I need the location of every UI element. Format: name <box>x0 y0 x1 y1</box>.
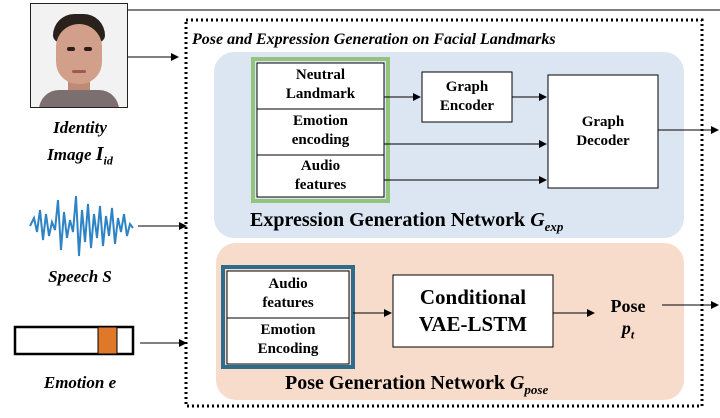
identity-caption-line2: Image Iid <box>47 143 113 168</box>
graph-encoder-label: Graph Encoder <box>439 79 495 114</box>
neutral-landmark-box <box>256 62 385 110</box>
outer-dotted-frame <box>184 18 704 408</box>
emotion-encoding-label: Emotion encoding <box>291 113 350 148</box>
emotion-caption: Emotion e <box>43 373 117 392</box>
speech-caption: Speech S <box>48 267 112 286</box>
pose-input-group-border <box>221 265 355 369</box>
identity-face-image <box>30 3 128 108</box>
graph-decoder-label: Graph Decoder <box>576 114 630 149</box>
cvae-lstm-box <box>392 274 554 348</box>
audio-features-box <box>256 154 385 198</box>
expression-input-group-border <box>251 57 390 203</box>
emotion-marker <box>97 326 118 355</box>
expression-network-title: Expression Generation Network Gexp <box>250 209 564 234</box>
speech-waveform-icon <box>29 195 134 257</box>
cvae-lstm-label: Conditional VAE-LSTM <box>418 285 528 336</box>
pose-audio-features-box <box>226 270 350 319</box>
outer-frame-title: Pose and Expression Generation on Facial… <box>192 31 556 48</box>
pose-network-title: Pose Generation Network Gpose <box>285 372 549 397</box>
graph-decoder-box <box>547 74 659 189</box>
pose-emotion-encoding-label: Emotion Encoding <box>257 322 319 357</box>
pose-emotion-encoding-box <box>226 317 350 365</box>
neutral-landmark-label: Neutral Landmark <box>285 67 356 102</box>
audio-features-label: Audio features <box>294 158 347 193</box>
identity-caption-line1: Identity <box>53 118 107 137</box>
emotion-encoding-box <box>256 108 385 156</box>
pose-output-label: Pose pt <box>610 296 646 342</box>
pose-audio-features-label: Audio features <box>262 276 314 311</box>
